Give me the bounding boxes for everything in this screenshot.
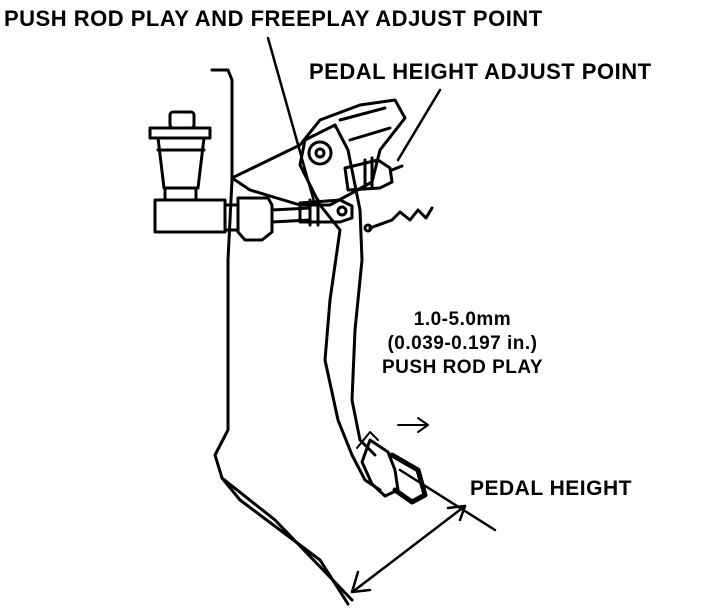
pedal-bracket (230, 98, 407, 207)
return-spring (363, 206, 434, 233)
label-pedal-height-adjust-point: PEDAL HEIGHT ADJUST POINT (309, 59, 652, 84)
pedal-pivot-center (314, 147, 326, 159)
label-push-rod-adjust-point: PUSH ROD PLAY AND FREEPLAY ADJUST POINT (4, 6, 543, 31)
dimension-arrow-top (446, 504, 467, 522)
pedal-pad (360, 438, 428, 505)
dimension-arrow-bottom (350, 570, 372, 594)
label-pedal-height: PEDAL HEIGHT (470, 477, 632, 500)
play-arrow-left (356, 431, 379, 449)
firewall-panel (210, 68, 354, 602)
leader-push-rod (266, 36, 317, 207)
leader-pedal-height-adjust (396, 88, 442, 162)
pedal-height-ref-line (398, 468, 497, 532)
spec-range-mm: 1.0-5.0mm (413, 309, 512, 330)
pedal-height-dimension (353, 504, 467, 592)
spec-range-in: (0.039-0.197 in.) (387, 333, 538, 354)
pedal-pivot (307, 140, 333, 166)
master-cylinder (148, 110, 312, 242)
pedal-height-bolt (343, 156, 404, 192)
bracket-detail (338, 106, 392, 142)
firewall-lower-edge (220, 476, 350, 606)
push-rod-play-spec: 1.0-5.0mm (0.039-0.197 in.) PUSH ROD PLA… (382, 308, 543, 380)
play-arrow-right (397, 417, 429, 433)
spec-title: PUSH ROD PLAY (382, 357, 543, 378)
